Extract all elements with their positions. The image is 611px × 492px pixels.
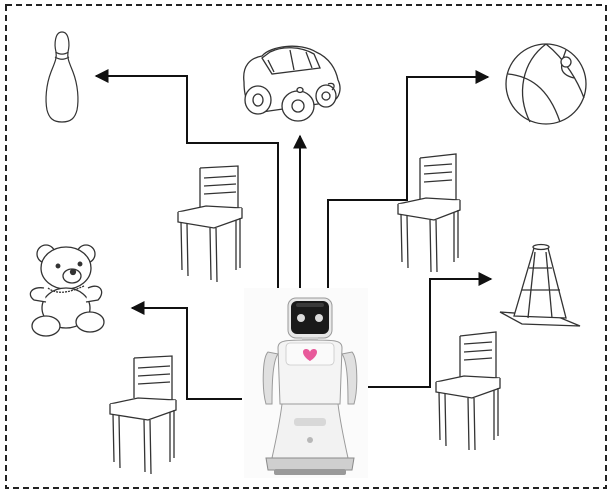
arrow-to-traffic-cone — [368, 279, 491, 387]
teddy-bear-icon — [30, 245, 104, 336]
bowling-pin-icon — [46, 32, 78, 122]
beach-ball-icon — [506, 44, 586, 124]
service-robot-icon — [244, 288, 368, 478]
chair-3-icon — [110, 356, 176, 474]
traffic-cone-icon — [500, 245, 580, 327]
chair-4-icon — [436, 332, 500, 450]
toy-car-icon — [244, 46, 340, 121]
chair-1-icon — [178, 166, 242, 282]
arrow-to-teddy-bear — [132, 308, 242, 399]
